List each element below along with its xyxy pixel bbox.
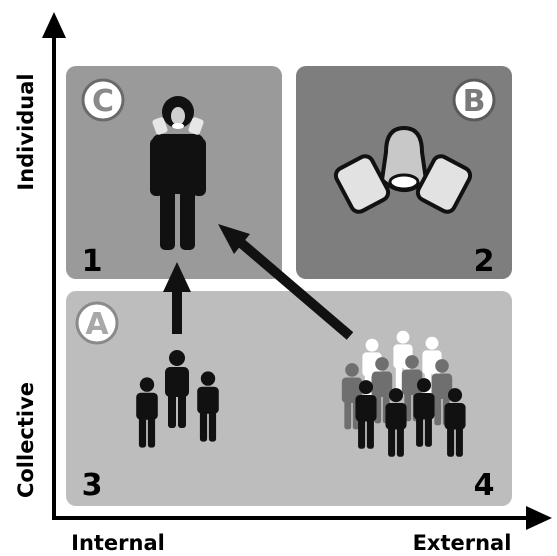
x-axis-right-label: External: [413, 531, 512, 555]
quadrant-number-3: 3: [82, 468, 103, 503]
x-axis-left-label: Internal: [71, 531, 165, 555]
respirator-mask-icon: [333, 125, 473, 214]
arrow-4-to-1: [218, 224, 354, 340]
quadrant-number-1: 1: [82, 244, 103, 279]
arrow-3-to-1: [163, 262, 191, 334]
quadrant-number-4: 4: [474, 468, 495, 503]
svg-text:A: A: [85, 307, 109, 342]
badge-c: C: [81, 78, 125, 122]
x-axis: [52, 506, 552, 530]
y-axis-bottom-label: Collective: [14, 382, 38, 498]
badge-b: B: [452, 78, 496, 122]
y-axis-top-label: Individual: [14, 73, 38, 190]
svg-text:B: B: [463, 84, 486, 119]
quadrant-number-2: 2: [474, 244, 495, 279]
person-with-respirator-icon: [150, 96, 206, 250]
y-axis: [42, 12, 66, 518]
badge-a: A: [75, 301, 119, 345]
svg-text:C: C: [92, 84, 114, 119]
